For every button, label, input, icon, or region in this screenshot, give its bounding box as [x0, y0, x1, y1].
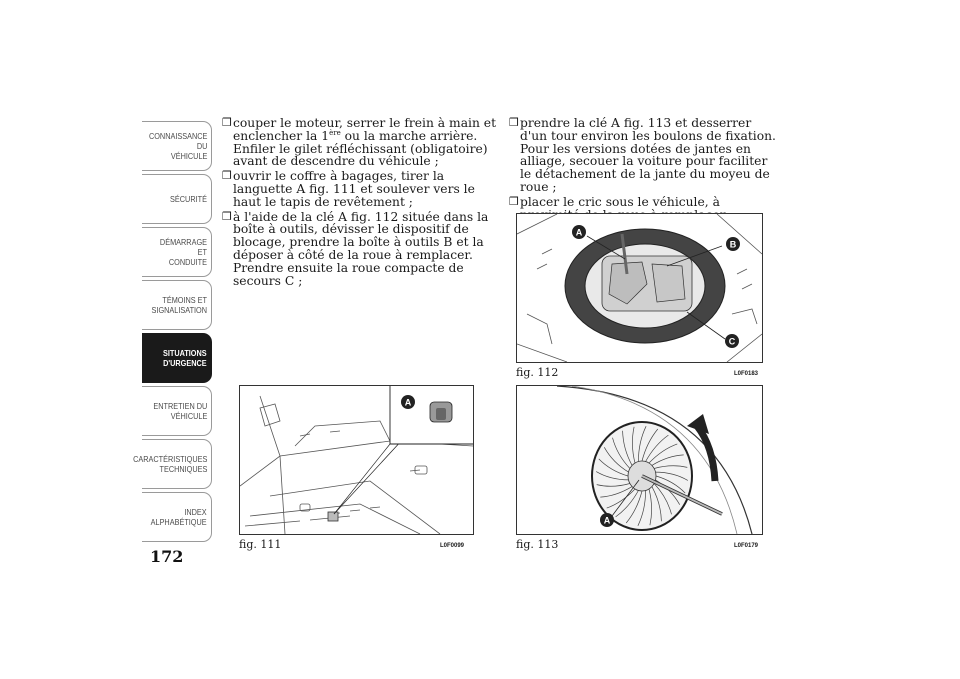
tab-label: SÉCURITÉ: [170, 194, 207, 204]
wheel-bolts-drawing: A: [556, 386, 753, 534]
tab-label: CARACTÉRISTIQUES TECHNIQUES: [132, 454, 207, 474]
figure-112-spare-wheel-illustration: A B C: [516, 213, 763, 363]
rim-spoke: [641, 428, 659, 462]
rim-spoke: [596, 471, 629, 481]
list-item: ❒ ouvrir le coffre à bagages, tirer la l…: [222, 169, 497, 209]
marker-a: A: [576, 228, 583, 238]
checkbox-bullet-icon: ❒: [222, 209, 232, 223]
tab-label: INDEX ALPHABÉTIQUE: [150, 507, 207, 527]
page-number: 172: [150, 547, 184, 566]
rim-spoke: [596, 483, 630, 487]
rim-spoke: [645, 434, 669, 462]
tab-label: DÉMARRAGE ET CONDUITE: [159, 237, 207, 267]
rim-spoke: [648, 488, 652, 526]
marker-b: B: [730, 240, 737, 250]
trunk-drawing: A: [240, 386, 473, 534]
tab-demarrage-et-conduite[interactable]: DÉMARRAGE ET CONDUITE: [142, 227, 212, 277]
superscript: ère: [329, 128, 341, 137]
item-text: ou la marche arrière. Enfiler le gilet r…: [233, 128, 488, 169]
rim-spoke: [655, 475, 686, 494]
rim-spoke: [600, 486, 633, 498]
tab-entretien-du-vehicule[interactable]: ENTRETIEN DU VÉHICULE: [142, 386, 212, 436]
tab-label: SITUATIONS D'URGENCE: [163, 348, 207, 368]
tab-label: CONNAISSANCE DU VÉHICULE: [148, 131, 207, 161]
rim-spokes: [596, 426, 688, 526]
checkbox-bullet-icon: ❒: [222, 116, 232, 129]
rim-spoke: [654, 465, 688, 469]
rim-spoke: [651, 454, 684, 466]
tab-label: TÉMOINS ET SIGNALISATION: [151, 295, 207, 315]
tab-temoins-et-signalisation[interactable]: TÉMOINS ET SIGNALISATION: [142, 280, 212, 330]
rim-spoke: [637, 490, 646, 526]
checkbox-bullet-icon: ❒: [222, 169, 232, 183]
tab-securite[interactable]: SÉCURITÉ: [142, 174, 212, 224]
figure-112-caption: fig. 112: [516, 366, 559, 379]
rim-spoke: [606, 488, 636, 509]
figure-113-caption: fig. 113: [516, 538, 559, 551]
rim-spoke: [651, 486, 662, 522]
marker-a: A: [405, 398, 412, 408]
item-text: couper le moteur, serrer le frein à main…: [233, 116, 497, 143]
tab-connaissance-du-vehicule[interactable]: CONNAISSANCE DU VÉHICULE: [142, 121, 212, 171]
list-item: ❒ prendre la clé A fig. 113 et desserrer…: [509, 116, 779, 194]
checkbox-bullet-icon: ❒: [509, 116, 519, 129]
figure-113-wheel-bolts-illustration: A: [516, 385, 763, 535]
item-text: à l'aide de la clé A fig. 112 située dan…: [233, 209, 489, 288]
left-column: ❒ couper le moteur, serrer le frein à ma…: [222, 116, 497, 289]
tab-caracteristiques-techniques[interactable]: CARACTÉRISTIQUES TECHNIQUES: [133, 439, 212, 489]
figure-111-caption: fig. 111: [239, 538, 282, 551]
figure-111-code: L0F0099: [440, 543, 465, 549]
figure-113-code: L0F0179: [734, 543, 759, 549]
list-item: ❒ à l'aide de la clé A fig. 112 située d…: [222, 209, 497, 288]
rim-spoke: [603, 447, 629, 473]
item-text: ouvrir le coffre à bagages, tirer la lan…: [233, 169, 475, 209]
rim-spoke: [655, 471, 688, 481]
item-text: prendre la clé A fig. 113 et desserrer d…: [520, 116, 776, 194]
marker-c: C: [729, 337, 736, 347]
spare-wheel-drawing: A B C: [517, 214, 762, 362]
rim-spoke: [625, 490, 643, 524]
rim-spoke: [638, 426, 647, 462]
tab-index-alphabetique[interactable]: INDEX ALPHABÉTIQUE: [142, 492, 212, 542]
checkbox-bullet-icon: ❒: [509, 194, 519, 208]
rim-spoke: [648, 443, 678, 464]
figure-112-code: L0F0183: [734, 371, 759, 377]
list-item: ❒ couper le moteur, serrer le frein à ma…: [222, 116, 497, 169]
rim-spoke: [622, 430, 633, 466]
rim-spoke: [598, 458, 629, 477]
tab-label: ENTRETIEN DU VÉHICULE: [153, 401, 207, 421]
rim-spoke: [632, 426, 636, 464]
tab-situations-d-urgence[interactable]: SITUATIONS D'URGENCE: [142, 333, 212, 383]
figure-111-trunk-illustration: A: [239, 385, 474, 535]
rim-spoke: [615, 490, 639, 518]
marker-a: A: [604, 516, 611, 526]
right-column: ❒ prendre la clé A fig. 113 et desserrer…: [509, 116, 779, 223]
rim-spoke: [653, 483, 672, 515]
rim-spoke: [612, 437, 631, 469]
